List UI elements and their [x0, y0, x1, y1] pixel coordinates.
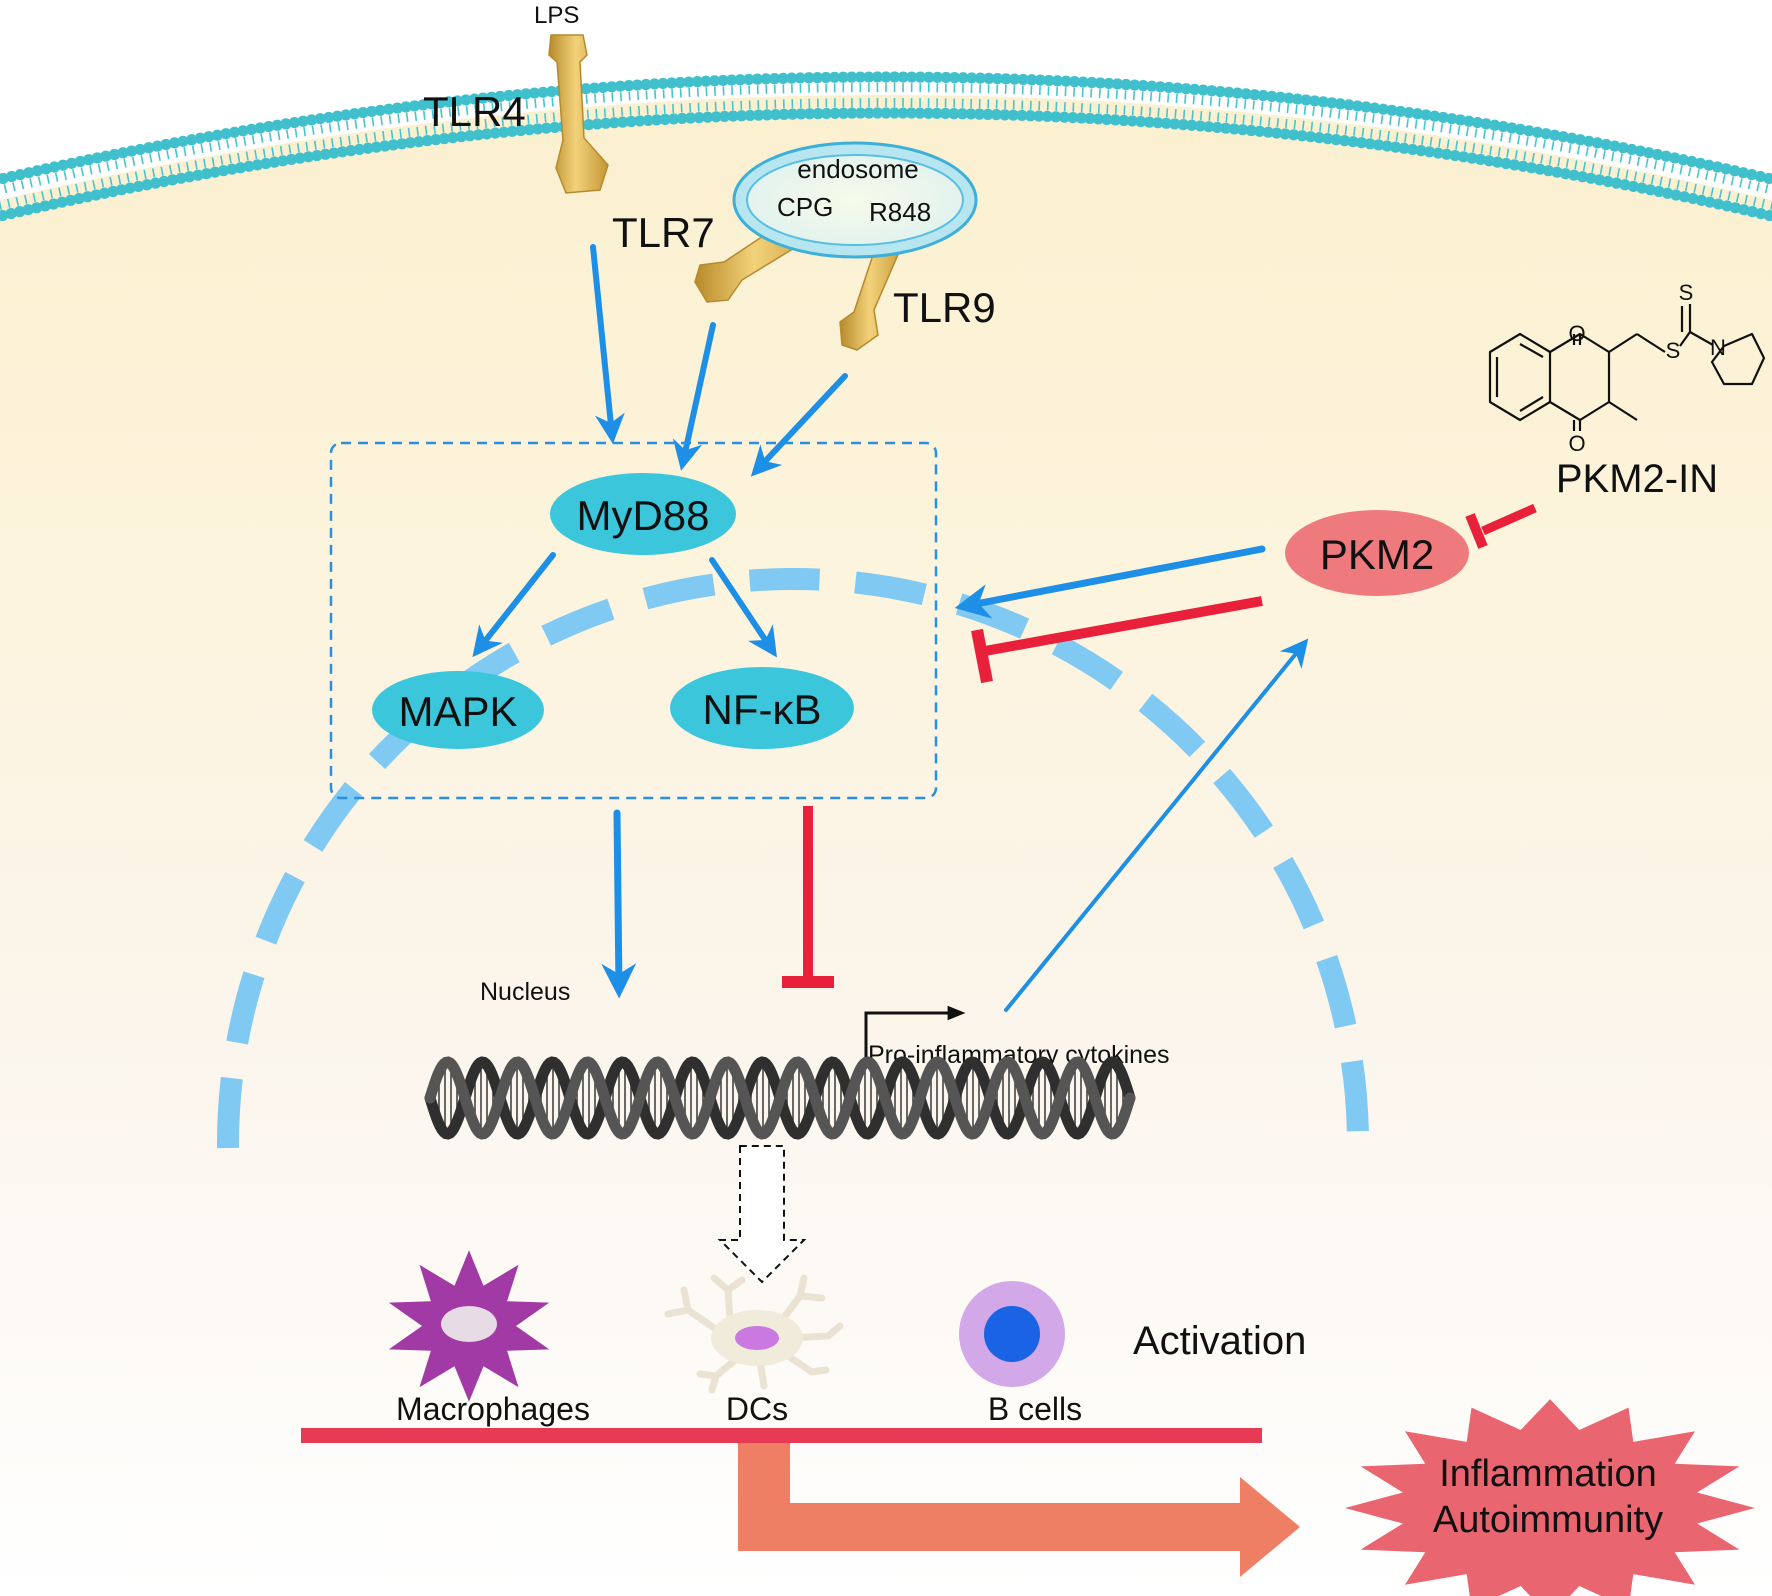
endosome-label: endosome: [797, 154, 918, 184]
arrow-tlr7-myd88: [672, 322, 716, 471]
nfkb-label: NF-κB: [703, 686, 822, 733]
pkm2-label: PKM2: [1320, 531, 1434, 578]
transcription-arrow: [864, 1005, 966, 1058]
nfkb-node: NF-κB: [670, 667, 854, 749]
pkm2-in-molecule: [1488, 304, 1766, 431]
nuclear-envelope: [216, 568, 1369, 1149]
macrophage-icon: [388, 1250, 550, 1402]
inhibition-lines: [782, 503, 1537, 988]
cell-membrane: [0, 71, 1772, 222]
nucleus-label: Nucleus: [480, 978, 570, 1006]
atom-o-top: O: [1568, 321, 1585, 346]
arrow-pkm2-complex: [954, 545, 1266, 619]
tlr9-label: TLR9: [893, 284, 996, 331]
pkm2-node: PKM2: [1285, 510, 1469, 596]
activation-arrows: [472, 244, 1309, 1012]
autoimmunity-label: Autoimmunity: [1433, 1499, 1663, 1541]
endosome: [732, 141, 978, 259]
b-cell-icon: [959, 1281, 1065, 1387]
inhibit-pkm2in-pkm2: [1481, 503, 1537, 536]
cpg-label: CPG: [777, 192, 833, 222]
cytoplasm: [0, 95, 1772, 1596]
tlr4-receptor: [548, 34, 609, 194]
lps-label: LPS: [534, 2, 579, 29]
arrow-tlr9-myd88: [750, 373, 848, 477]
dcs-label: DCs: [726, 1391, 788, 1427]
activation-bar: [301, 1428, 1262, 1443]
myd88-node: MyD88: [550, 473, 736, 555]
activation-label: Activation: [1133, 1319, 1306, 1363]
inflammation-label: Inflammation: [1439, 1453, 1657, 1495]
pkm2-in-atoms: O O S S N: [1568, 280, 1726, 456]
tlr9-receptor: [839, 227, 908, 351]
arrow-myd88-nfkb: [709, 557, 777, 658]
dna-helix: [424, 1056, 1136, 1140]
mapk-label: MAPK: [398, 688, 517, 735]
mapk-node: MAPK: [372, 671, 544, 749]
atom-n-ring: N: [1710, 335, 1726, 360]
outcome-starburst: Inflammation Autoimmunity: [1345, 1399, 1755, 1596]
inhibit-pkm2-complex: [984, 596, 1263, 656]
tlr7-label: TLR7: [612, 209, 715, 256]
output-arrow: [738, 1443, 1300, 1577]
arrow-tlr4-myd88: [590, 244, 625, 444]
dashed-outcome-arrow: [717, 1145, 807, 1284]
tlr4-label: TLR4: [423, 88, 526, 135]
arrow-complex-nucleus: [601, 809, 637, 999]
arrow-cytokines-pkm2: [1004, 638, 1309, 1012]
atom-o-bottom: O: [1568, 431, 1585, 456]
bcells-label: B cells: [988, 1391, 1082, 1427]
r848-label: R848: [869, 197, 931, 227]
arrow-myd88-mapk: [472, 552, 556, 658]
atom-s-thione: S: [1679, 280, 1694, 305]
atom-s-link: S: [1666, 338, 1681, 363]
macrophages-label: Macrophages: [396, 1391, 590, 1427]
dc-icon: [664, 1274, 844, 1394]
signaling-complex-box: [329, 441, 938, 800]
myd88-label: MyD88: [576, 492, 709, 539]
pkm2-in-label: PKM2-IN: [1556, 457, 1718, 501]
